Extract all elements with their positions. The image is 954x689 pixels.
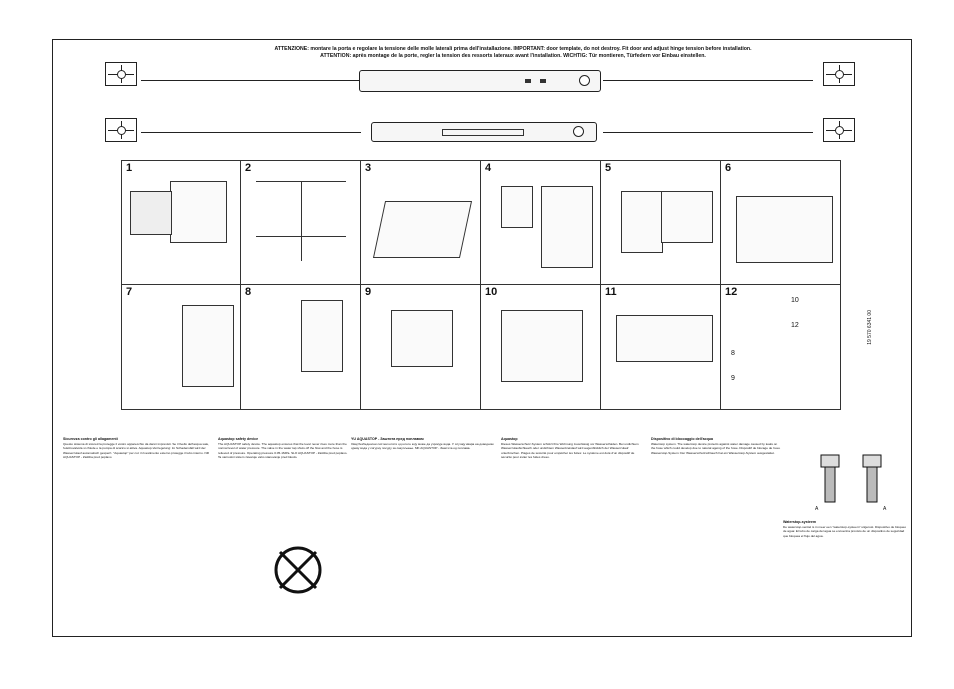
header-line-1: ATTENZIONE: montare la porta e regolare … [274, 46, 752, 52]
hose-illustration [268, 540, 328, 610]
label-a: A [883, 506, 887, 512]
control-panel-template [371, 122, 597, 142]
step-panel: 2 [241, 160, 361, 285]
control-panel-template [359, 70, 601, 92]
arrow-left [141, 132, 361, 133]
label-a: A [815, 506, 819, 512]
step-panel: 7 [121, 285, 241, 410]
step-panel: 3 [361, 160, 481, 285]
power-knob-icon [579, 75, 590, 86]
step-panel: 12 10 12 8 9 [721, 285, 841, 410]
step-panel: 6 [721, 160, 841, 285]
crosshair-mark [823, 118, 855, 142]
step-panel: 11 [601, 285, 721, 410]
arrow-left [141, 80, 361, 81]
arrow-right [603, 132, 813, 133]
step-panel: 8 [241, 285, 361, 410]
document-code: 19 570 6341 00 [867, 310, 873, 345]
step-panel: 1 [121, 160, 241, 285]
header-line-2: ATTENTION: après montage de la porte, re… [320, 53, 706, 59]
crosshair-mark [105, 62, 137, 86]
step-panel: 5 [601, 160, 721, 285]
installation-sheet: ATTENZIONE: montare la porta e regolare … [52, 39, 912, 637]
step-panel: 9 [361, 285, 481, 410]
arrow-right [603, 80, 813, 81]
power-knob-icon [573, 126, 584, 137]
crosshair-mark [105, 118, 137, 142]
step-panel: 4 [481, 160, 601, 285]
crosshair-mark [823, 62, 855, 86]
hose-valve-illustration: A A [813, 450, 893, 520]
step-panel: 10 [481, 285, 601, 410]
